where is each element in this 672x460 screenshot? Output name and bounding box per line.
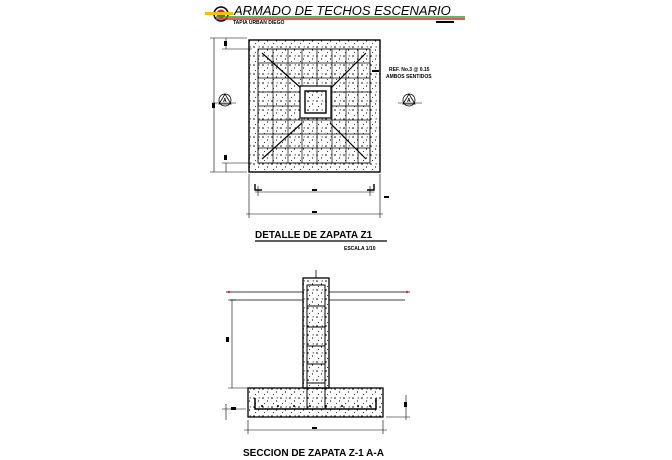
- rebar-note-line2: AMBOS SENTIDOS: [386, 74, 432, 80]
- section-marker-right: A: [398, 93, 422, 107]
- bottom-rebar: [254, 398, 377, 410]
- section-dimensions: [222, 299, 410, 434]
- column-stirrups: [306, 284, 326, 384]
- logo-band-yellow: [205, 12, 233, 15]
- section-caption: SECCION DE ZAPATA Z-1 A-A: [243, 448, 384, 459]
- section-marker-right-label: A: [407, 98, 411, 104]
- title-block: ARMADO DE TECHOS ESCENARIO TAPIA URBAN D…: [205, 3, 465, 26]
- author-name: TAPIA URBAN DIEGO: [233, 20, 285, 26]
- rebar-grid: [258, 49, 370, 163]
- pedestal-core: [304, 90, 327, 114]
- rebar-bends: [254, 184, 375, 191]
- diagonal-bars: [261, 52, 367, 160]
- title-mark: [436, 21, 454, 23]
- footing-plan: [248, 39, 381, 173]
- footing-section: [226, 270, 410, 418]
- plan-scale: ESCALA 1/10: [344, 246, 376, 252]
- plan-caption: DETALLE DE ZAPATA Z1: [255, 230, 373, 241]
- rebar-note-line1: REF. No.3 @ 0.15: [389, 67, 430, 73]
- plan-dimensions: [210, 37, 389, 218]
- drawing-title: ARMADO DE TECHOS ESCENARIO: [233, 3, 451, 18]
- footing-slab: [247, 387, 384, 418]
- section-marker-left: A: [212, 93, 236, 107]
- bottom-rebar-dots: [261, 405, 371, 407]
- section-marker-left-label: A: [223, 98, 227, 104]
